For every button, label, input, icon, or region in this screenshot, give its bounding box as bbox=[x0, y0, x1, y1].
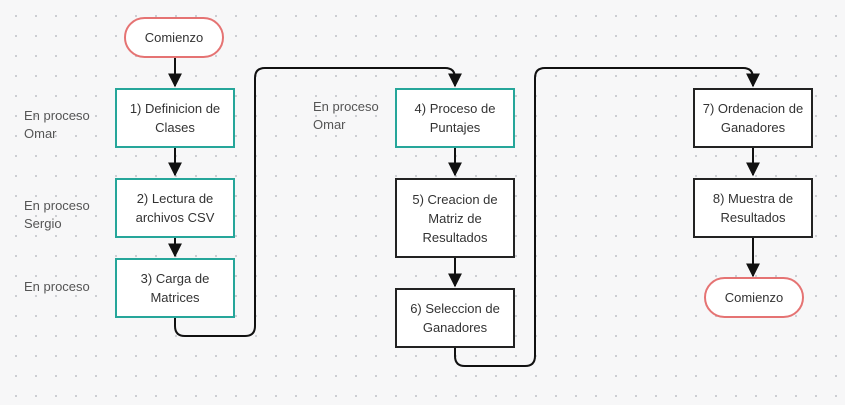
step-7-node[interactable]: 7) Ordenacion de Ganadores bbox=[693, 88, 813, 148]
step-7-label: 7) Ordenacion de Ganadores bbox=[702, 101, 804, 135]
step-1-node[interactable]: 1) Definicion de Clases bbox=[115, 88, 235, 148]
end-node-label: Comienzo bbox=[724, 290, 784, 305]
step-2-label: 2) Lectura de archivos CSV bbox=[135, 191, 215, 225]
step-6-node[interactable]: 6) Seleccion de Ganadores bbox=[395, 288, 515, 348]
step-5-label: 5) Creacion de Matriz de Resultados bbox=[412, 191, 498, 245]
step-1-label: 1) Definicion de Clases bbox=[129, 101, 221, 135]
step-6-label: 6) Seleccion de Ganadores bbox=[410, 301, 500, 335]
note-omar-step-4: En proceso Omar bbox=[313, 99, 379, 132]
step-4-node[interactable]: 4) Proceso de Puntajes bbox=[395, 88, 515, 148]
step-4-label: 4) Proceso de Puntajes bbox=[414, 101, 496, 135]
note-sergio-step-2: En proceso Sergio bbox=[24, 198, 90, 231]
step-2-node[interactable]: 2) Lectura de archivos CSV bbox=[115, 178, 235, 238]
start-node-label: Comienzo bbox=[144, 30, 204, 45]
step-8-node[interactable]: 8) Muestra de Resultados bbox=[693, 178, 813, 238]
connector-3-to-4 bbox=[174, 67, 462, 337]
step-5-node[interactable]: 5) Creacion de Matriz de Resultados bbox=[395, 178, 515, 258]
step-3-node[interactable]: 3) Carga de Matrices bbox=[115, 258, 235, 318]
end-node[interactable]: Comienzo bbox=[704, 277, 804, 318]
step-3-label: 3) Carga de Matrices bbox=[140, 271, 210, 305]
note-step-3: En proceso bbox=[24, 279, 90, 294]
connector-6-to-7 bbox=[454, 67, 760, 367]
step-8-label: 8) Muestra de Resultados bbox=[712, 191, 794, 225]
start-node[interactable]: Comienzo bbox=[124, 17, 224, 58]
note-omar-step-1: En proceso Omar bbox=[24, 108, 90, 141]
